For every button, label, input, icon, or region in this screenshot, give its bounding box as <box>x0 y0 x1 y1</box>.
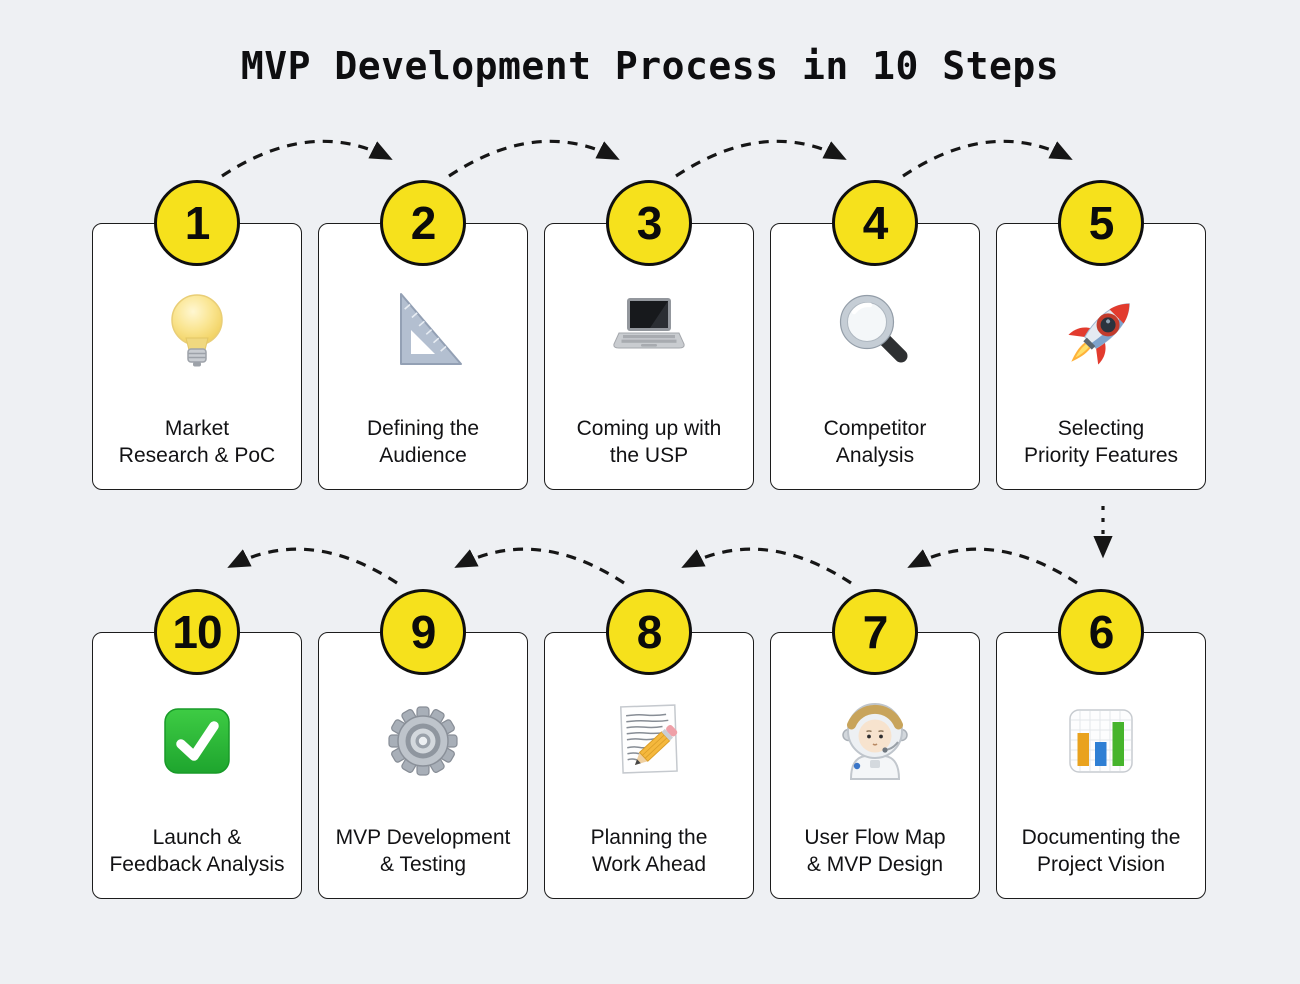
step-number: 8 <box>636 606 663 658</box>
arrow-step6-to-step7 <box>907 547 1078 585</box>
step-number: 3 <box>636 197 663 249</box>
step-label: Documenting the Project Vision <box>1021 826 1181 876</box>
step-label: MVP Development & Testing <box>335 826 511 876</box>
step-card-1: 1 Market Research & PoC <box>92 180 302 490</box>
step-number: 9 <box>410 606 437 658</box>
arrow-step7-to-step8 <box>681 547 852 585</box>
step-card-7: 7 <box>770 589 980 899</box>
step-label: Launch & Feedback Analysis <box>109 826 285 876</box>
top-row: 1 Market Research & PoC <box>92 180 1206 490</box>
step-number: 6 <box>1088 606 1115 658</box>
step-number: 10 <box>172 606 222 658</box>
step-label: Planning the Work Ahead <box>590 826 708 876</box>
check-mark-icon <box>93 695 301 787</box>
step-number: 4 <box>862 197 889 249</box>
bottom-row: 10 Launch & Feedback Analysis 9 <box>92 589 1206 899</box>
bar-chart-icon <box>997 695 1205 787</box>
step-card-2: 2 Defining the Audience <box>318 180 528 490</box>
step-number-badge: 2 <box>380 180 466 266</box>
page-title: MVP Development Process in 10 Steps <box>240 44 1060 88</box>
step-label: Competitor Analysis <box>823 417 927 467</box>
light-bulb-icon <box>93 286 301 378</box>
step-card-9: 9 <box>318 589 528 899</box>
step-label: Defining the Audience <box>366 417 480 467</box>
arrow-step2-to-step3 <box>448 139 620 178</box>
arrow-step4-to-step5 <box>902 139 1073 178</box>
step-label: Market Research & PoC <box>118 417 276 467</box>
step-number-badge: 4 <box>832 180 918 266</box>
arrow-step9-to-step10 <box>227 547 398 585</box>
step-card-8: 8 <box>544 589 754 899</box>
step-number: 5 <box>1088 197 1115 249</box>
arrow-step3-to-step4 <box>675 139 847 178</box>
step-number-badge: 3 <box>606 180 692 266</box>
step-number-badge: 5 <box>1058 180 1144 266</box>
step-number: 1 <box>184 197 211 249</box>
step-number: 2 <box>410 197 437 249</box>
step-card-4: 4 Competitor Analysis <box>770 180 980 490</box>
step-card-5: 5 Selectin <box>996 180 1206 490</box>
step-number: 7 <box>862 606 889 658</box>
laptop-icon <box>545 286 753 378</box>
step-label: Coming up with the USP <box>576 417 722 467</box>
step-card-6: 6 Documenting the <box>996 589 1206 899</box>
step-number-badge: 6 <box>1058 589 1144 675</box>
arrow-step8-to-step9 <box>454 547 625 585</box>
gear-icon <box>319 695 527 787</box>
step-card-3: 3 Coming up with the USP <box>544 180 754 490</box>
step-number-badge: 10 <box>154 589 240 675</box>
astronaut-icon <box>771 695 979 787</box>
step-number-badge: 7 <box>832 589 918 675</box>
rocket-icon <box>997 286 1205 378</box>
memo-icon <box>545 695 753 787</box>
step-number-badge: 1 <box>154 180 240 266</box>
step-label: Selecting Priority Features <box>1023 417 1179 467</box>
step-label: User Flow Map & MVP Design <box>804 826 946 876</box>
arrow-step1-to-step2 <box>221 139 393 178</box>
step-number-badge: 8 <box>606 589 692 675</box>
magnifying-glass-icon <box>771 286 979 378</box>
triangular-ruler-icon <box>319 286 527 378</box>
step-number-badge: 9 <box>380 589 466 675</box>
step-card-10: 10 Launch & Feedback Analysis <box>92 589 302 899</box>
